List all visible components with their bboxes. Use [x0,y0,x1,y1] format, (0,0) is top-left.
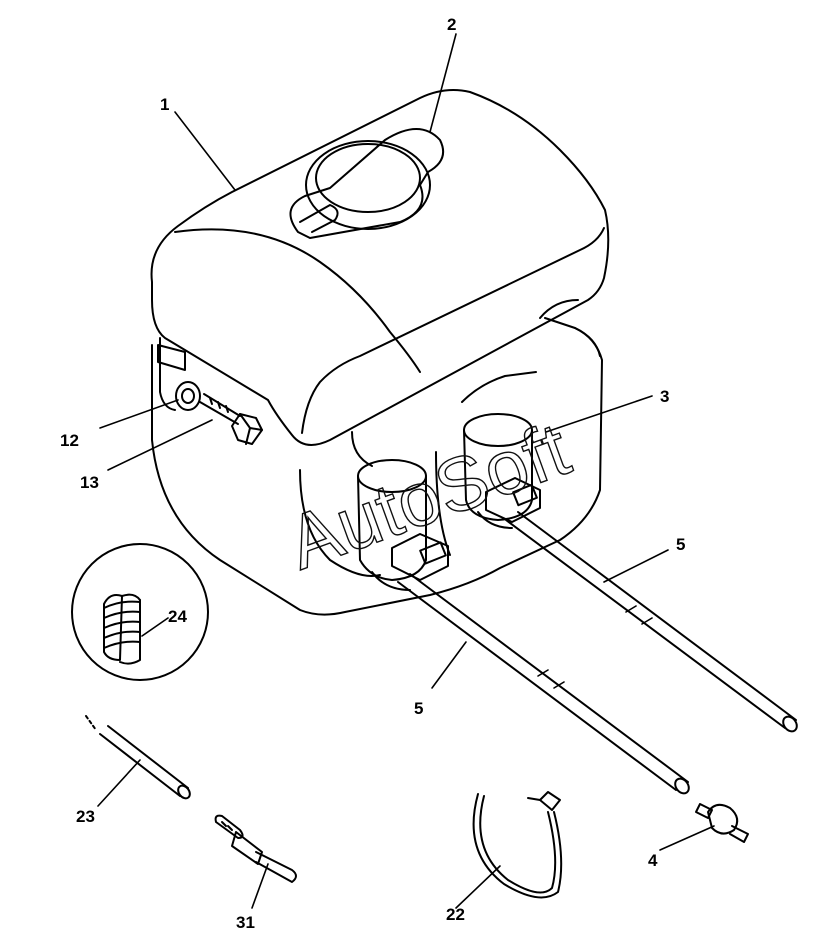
watermark-text: AutoSoft [277,407,580,587]
callout-5b: 5 [414,699,423,718]
hose-break-marks [537,605,653,689]
washer-12 [175,381,201,411]
filler-cap [289,128,444,239]
washer-reservoir [150,89,610,616]
callout-13: 13 [80,473,99,492]
callout-23: 23 [76,807,95,826]
hose-upper [505,511,798,733]
hose-lower [397,573,690,795]
callout-5a: 5 [676,535,685,554]
non-return-valve-4 [695,803,749,843]
washer-pump-left [357,459,449,591]
callout-12: 12 [60,431,79,450]
callout-3: 3 [660,387,669,406]
callout-31: 31 [236,913,255,932]
callout-1: 1 [160,95,169,114]
callout-4: 4 [648,851,658,870]
washer-pump-right [463,413,541,529]
leader-lines [97,33,715,909]
callout-2: 2 [447,15,456,34]
spring-detail [71,543,209,681]
callout-22: 22 [446,905,465,924]
tube-23 [85,715,191,800]
cable-tie-22 [472,791,563,899]
callout-24: 24 [168,607,187,626]
connector-31 [214,814,297,883]
bolt-13 [199,393,263,445]
